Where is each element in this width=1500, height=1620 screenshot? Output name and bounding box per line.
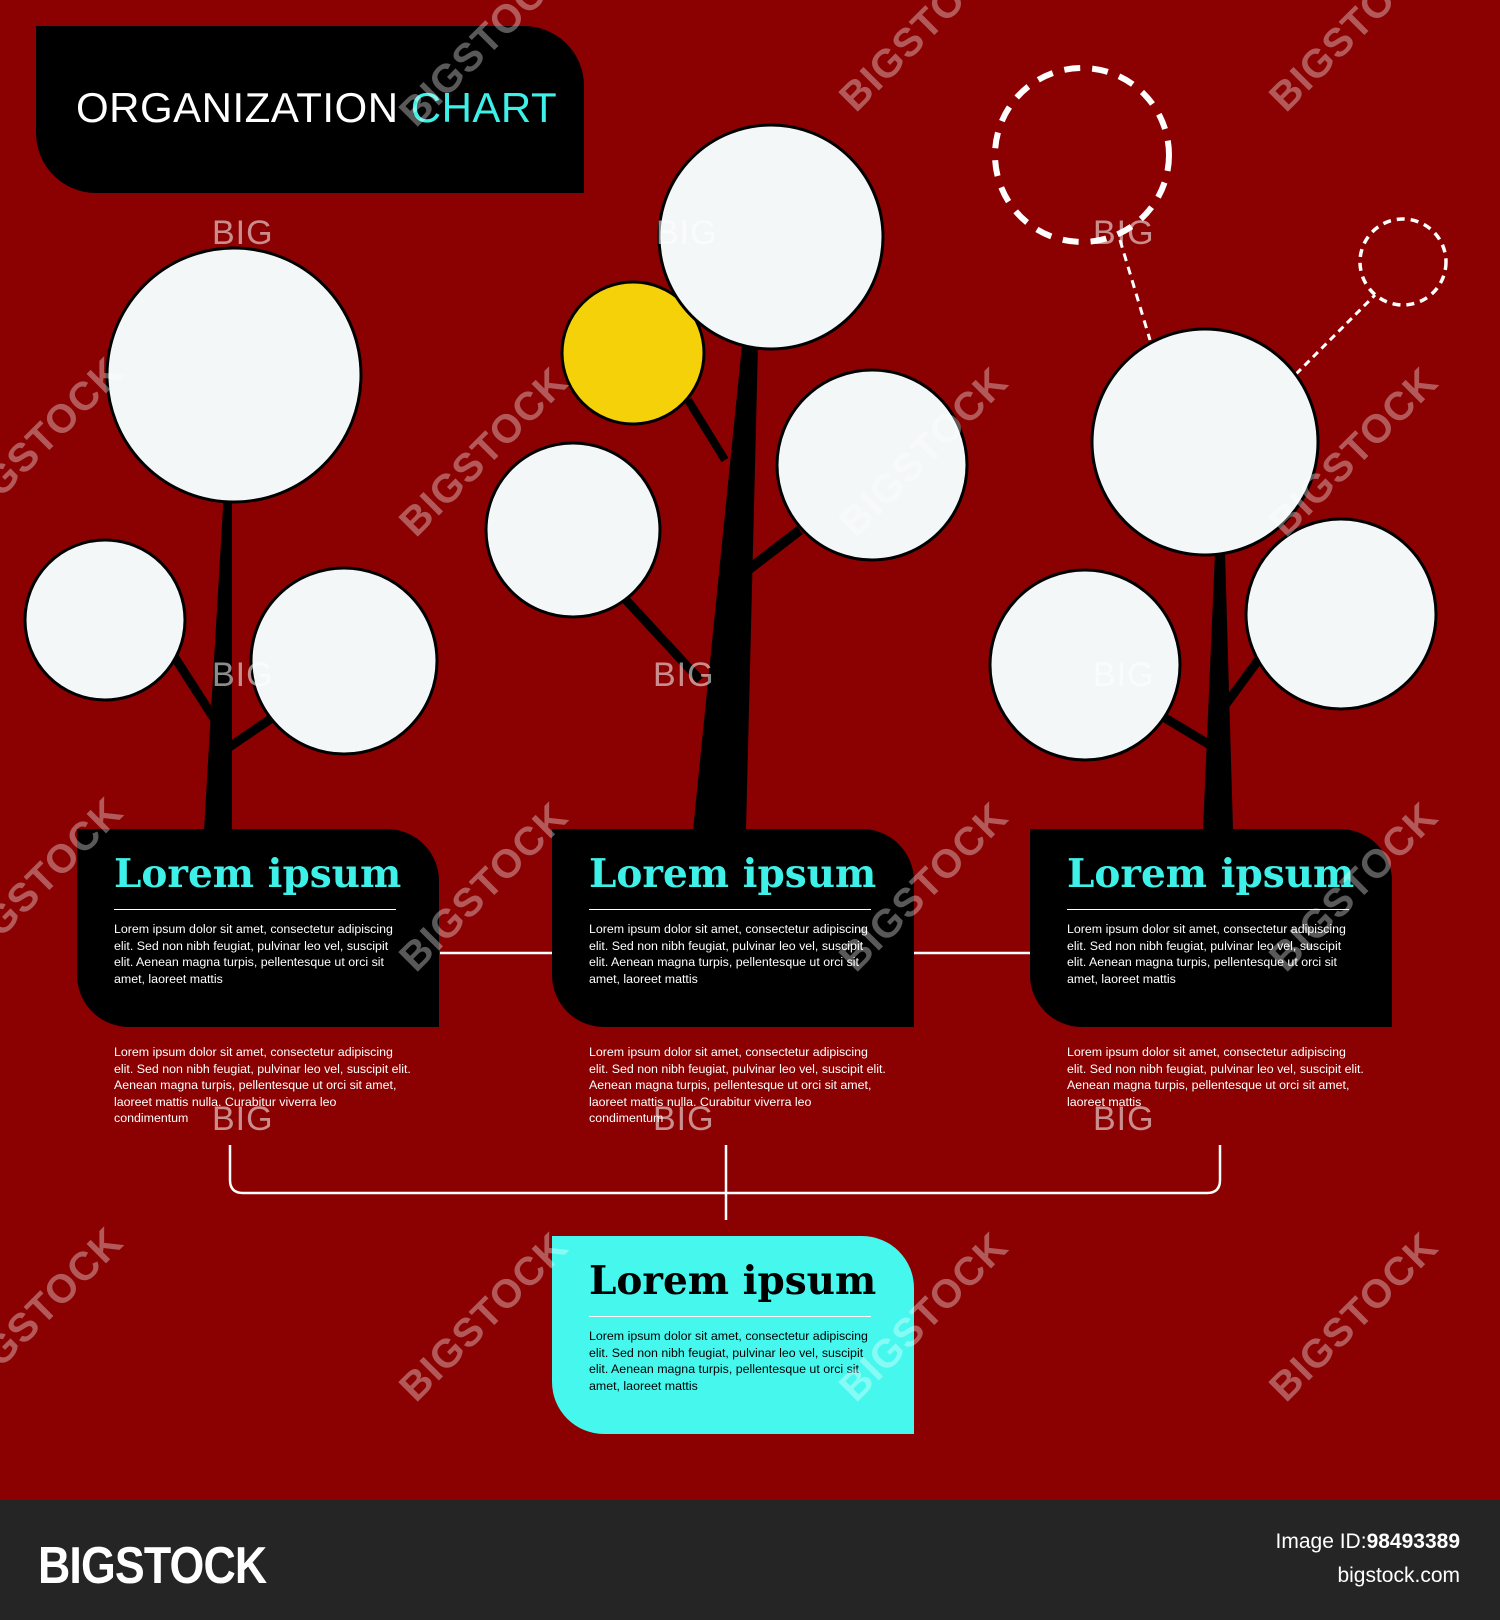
footer-url: bigstock.com [1337, 1564, 1460, 1587]
card-body: Lorem ipsum dolor sit amet, consectetur … [1067, 922, 1346, 986]
title-banner: ORGANIZATION CHART [36, 26, 584, 193]
dashed-circle-large [992, 65, 1172, 245]
dashed-connector [1118, 239, 1152, 341]
card-heading: Lorem ipsum [1067, 851, 1355, 897]
description-left: Lorem ipsum dolor sit amet, consectetur … [114, 1045, 411, 1125]
card-divider [589, 1316, 871, 1317]
node-circle [1090, 327, 1320, 557]
image-id-value: 98493389 [1366, 1530, 1460, 1553]
description-center: Lorem ipsum dolor sit amet, consectetur … [589, 1045, 886, 1125]
card-body: Lorem ipsum dolor sit amet, consectetur … [589, 922, 868, 986]
tree-center-branches [622, 345, 804, 830]
node-circle [249, 566, 439, 756]
card-body: Lorem ipsum dolor sit amet, consectetur … [114, 922, 393, 986]
title-main: ORGANIZATION [76, 84, 411, 131]
card-bottom-highlight: Lorem ipsum Lorem ipsum dolor sit amet, … [552, 1236, 914, 1434]
image-id-label: Image ID: [1275, 1530, 1367, 1553]
card-center: Lorem ipsum Lorem ipsum dolor sit amet, … [552, 829, 914, 1027]
tree-diagram [23, 65, 1448, 1220]
tree-right-branches [1162, 552, 1266, 830]
node-circle [105, 246, 363, 504]
card-divider [1067, 909, 1349, 910]
node-circle [23, 538, 187, 702]
dashed-connector [1294, 293, 1377, 376]
card-divider [114, 909, 396, 910]
card-heading: Lorem ipsum [589, 851, 877, 897]
dashed-circle-small [1358, 217, 1448, 307]
title-accent: CHART [410, 84, 558, 131]
card-body: Lorem ipsum dolor sit amet, consectetur … [589, 1329, 868, 1393]
node-circle-highlight [560, 280, 706, 426]
footer-logo: BIGSTOCK [38, 1537, 267, 1595]
card-right: Lorem ipsum Lorem ipsum dolor sit amet, … [1030, 829, 1392, 1027]
page-title: ORGANIZATION CHART [76, 84, 557, 132]
tree-left-branches [166, 490, 275, 830]
node-circle [1244, 517, 1438, 711]
card-heading: Lorem ipsum [114, 851, 402, 897]
description-right: Lorem ipsum dolor sit amet, consectetur … [1067, 1045, 1364, 1109]
node-circle [484, 441, 662, 619]
node-circle [775, 368, 969, 562]
footer-bar: BIGSTOCK Image ID:98493389 bigstock.com [0, 1500, 1500, 1620]
card-left: Lorem ipsum Lorem ipsum dolor sit amet, … [77, 829, 439, 1027]
node-circle [657, 123, 885, 351]
card-heading: Lorem ipsum [589, 1258, 877, 1304]
footer-image-id: Image ID:98493389 [1276, 1530, 1460, 1554]
node-circle [988, 568, 1182, 762]
card-divider [589, 909, 871, 910]
